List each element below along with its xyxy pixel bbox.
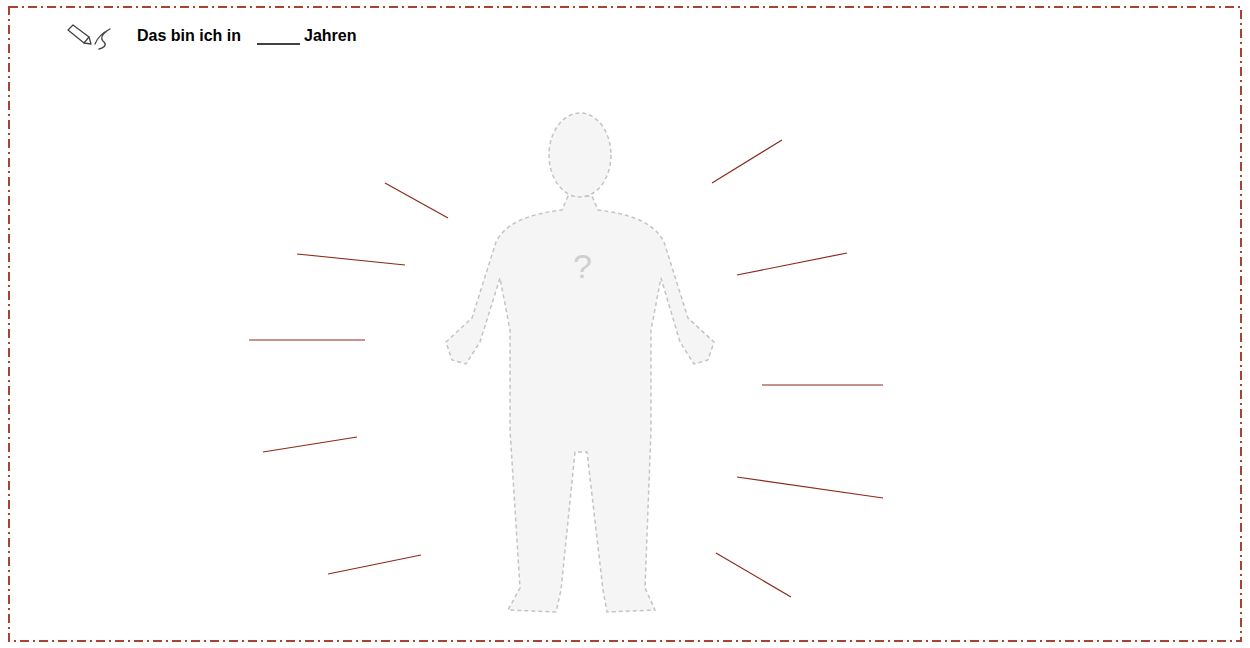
answer-line [249,339,365,340]
answer-line [737,477,883,498]
answer-line [716,553,791,597]
answer-line [737,253,847,275]
answer-line [297,254,405,265]
answer-line [712,140,782,183]
pencil-scribble [95,29,110,49]
head-outline [549,113,611,197]
worksheet-heading: Jahren [304,26,356,45]
answer-lines [249,140,883,597]
dashed-border [9,7,1241,641]
answer-line [385,183,448,218]
pencil-tip [84,37,89,43]
body-outline [446,196,714,612]
question-mark: ? [573,246,592,287]
answer-line [762,384,883,385]
answer-line [328,555,421,574]
worksheet-heading: Das bin ich in [137,26,241,45]
answer-line [263,437,357,452]
pencil-icon [68,25,110,49]
pencil-body [68,25,91,44]
answer-blank [257,43,300,44]
body-silhouette [446,113,714,612]
